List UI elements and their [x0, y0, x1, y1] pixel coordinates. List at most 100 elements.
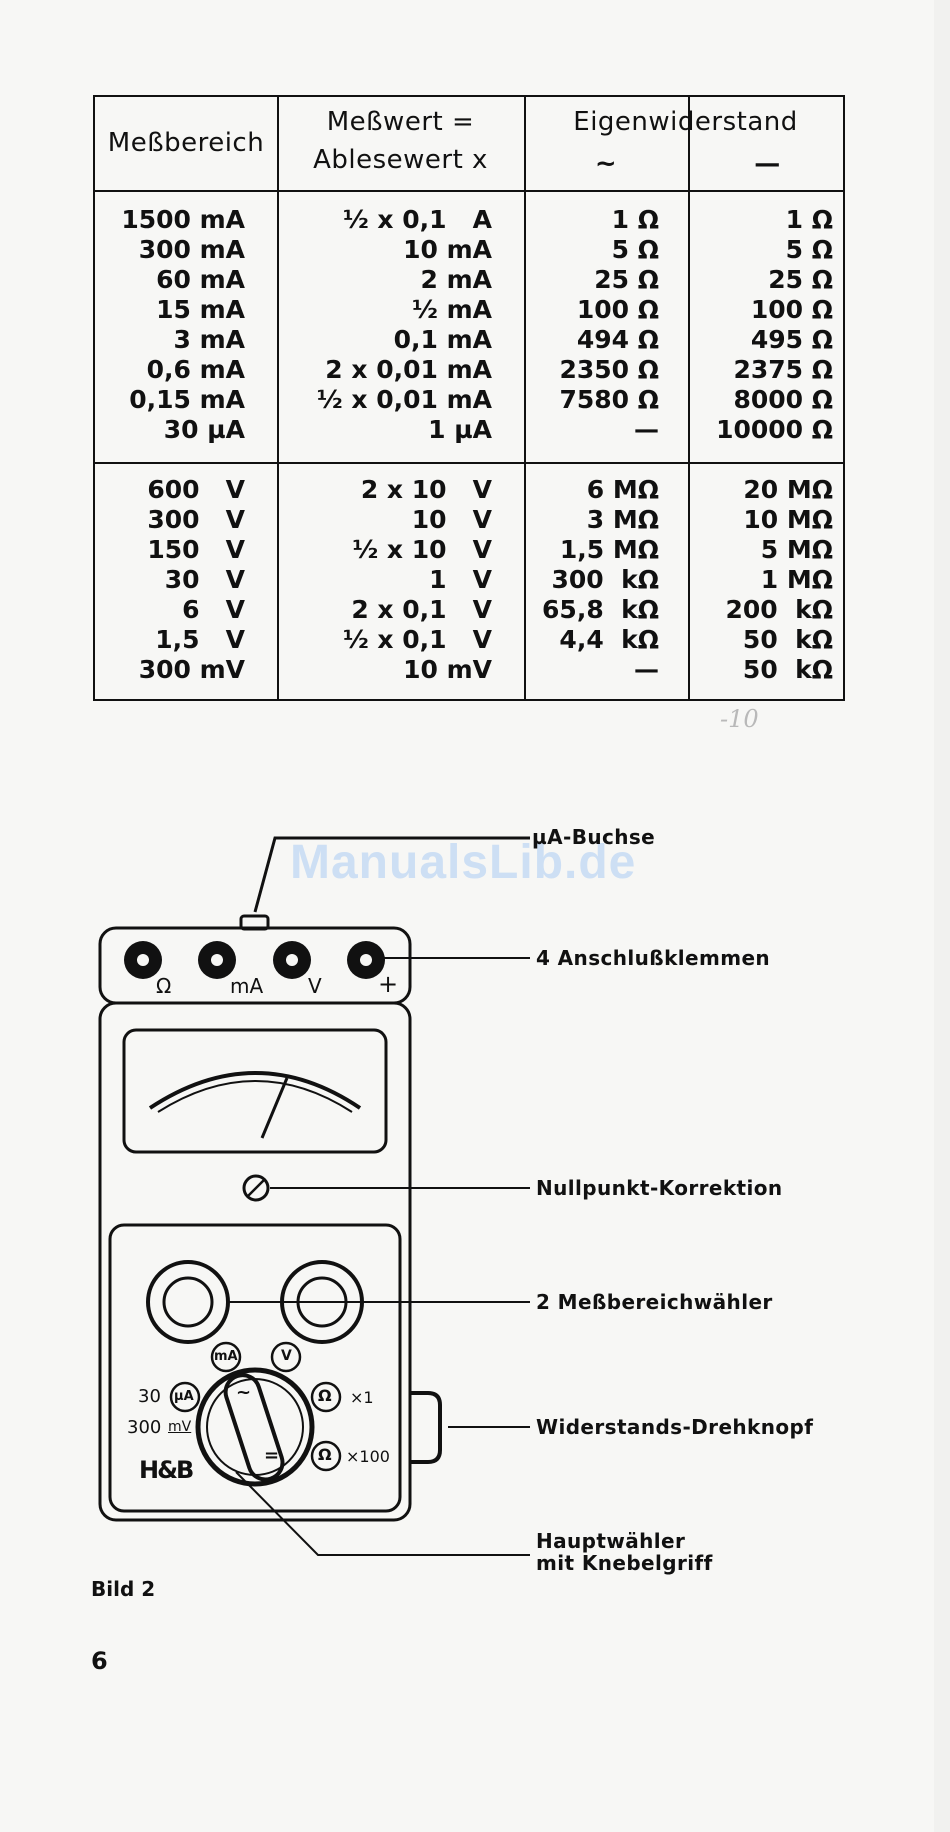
table-section-rule	[95, 462, 843, 464]
table-cell: 300 mA	[138, 235, 245, 264]
table-cell: 3 mA	[173, 325, 246, 354]
dial-label-ma: mA	[214, 1349, 238, 1364]
terminal-label-ma: mA	[230, 974, 264, 998]
table-cell: 1 Ω	[611, 205, 659, 234]
table-cell: 300 mV	[138, 655, 245, 684]
table-cell: 25 Ω	[768, 265, 833, 294]
table-divider	[277, 97, 279, 699]
table-cell: ½ mA	[412, 295, 492, 324]
dial-label-ua: µA	[174, 1389, 194, 1404]
ohm-x1-position	[310, 1381, 342, 1413]
terminal-label-v: V	[308, 974, 322, 998]
table-cell: 600 V	[147, 475, 245, 504]
meter-needle	[260, 1077, 289, 1139]
terminal-label-plus: +	[378, 970, 399, 998]
header-reading-line1: Meßwert =	[326, 107, 475, 137]
main-selector	[195, 1367, 315, 1487]
table-cell: 300 kΩ	[551, 565, 659, 594]
header-range: Meßbereich	[107, 128, 265, 158]
header-dc-symbol: —	[754, 149, 781, 179]
dial-label-ohm-x100-symbol: Ω	[318, 1445, 332, 1464]
table-cell: 30 V	[164, 565, 245, 594]
table-cell: 150 V	[147, 535, 245, 564]
zero-adjust-screw	[242, 1174, 270, 1202]
range-selector-left	[146, 1260, 230, 1344]
table-cell: 5 Ω	[611, 235, 659, 264]
v-position	[270, 1341, 302, 1373]
table-cell: 100 Ω	[576, 295, 659, 324]
table-cell: 300 V	[147, 505, 245, 534]
callout-ua-jack: µA-Buchse	[532, 825, 656, 849]
table-cell: 50 kΩ	[742, 625, 833, 654]
table-cell: —	[634, 655, 659, 684]
table-cell: 1,5 V	[155, 625, 245, 654]
terminal-label-ohm: Ω	[156, 974, 172, 998]
table-cell: 10 MΩ	[743, 505, 833, 534]
ua-position	[169, 1381, 201, 1413]
table-cell: 2 x 0,1 V	[351, 595, 492, 624]
table-cell: 8000 Ω	[733, 385, 833, 414]
table-cell: 50 kΩ	[742, 655, 833, 684]
table-cell: 20 MΩ	[743, 475, 833, 504]
meter-scale	[148, 1071, 362, 1110]
header-ac-symbol: ~	[594, 149, 618, 179]
page-edge	[934, 0, 950, 1832]
table-cell: 200 kΩ	[725, 595, 833, 624]
table-cell: 1 MΩ	[760, 565, 833, 594]
dial-label-ohm-x1: ×1	[350, 1388, 374, 1407]
table-cell: 7580 Ω	[559, 385, 659, 414]
figure-caption: Bild 2	[91, 1577, 156, 1601]
table-cell: 65,8 kΩ	[542, 595, 659, 624]
leader-line	[253, 836, 530, 913]
table-cell: 4,4 kΩ	[559, 625, 659, 654]
dial-label-ohm-x100: ×100	[346, 1447, 390, 1466]
terminals	[124, 941, 385, 979]
table-cell: 1,5 MΩ	[559, 535, 659, 564]
header-resistance: Eigenwiderstand	[573, 107, 798, 137]
dial-label-dc: =	[264, 1445, 280, 1466]
header-reading-line2: Ablesewert x	[313, 145, 488, 175]
dial-label-v: V	[281, 1348, 292, 1364]
callout-main-selector-line1: Hauptwähler	[536, 1529, 686, 1553]
meter-window	[122, 1028, 388, 1154]
dial-label-mv: mV	[168, 1419, 192, 1435]
selector-panel	[108, 1223, 402, 1513]
page-number: 6	[91, 1647, 108, 1675]
table-cell: 1 µA	[428, 415, 492, 444]
table-cell: 60 mA	[156, 265, 245, 294]
dial-label-ohm-x1-symbol: Ω	[318, 1386, 332, 1405]
callout-terminals: 4 Anschlußklemmen	[536, 946, 771, 970]
table-divider	[688, 192, 690, 699]
ohm-x100-position	[310, 1440, 342, 1472]
handwritten-note: -10	[720, 705, 759, 733]
main-selector-grip	[223, 1373, 285, 1482]
table-cell: 1 V	[429, 565, 492, 594]
table-cell: 5 MΩ	[760, 535, 833, 564]
ma-position	[210, 1341, 242, 1373]
hb-logo: H&B	[139, 1456, 194, 1484]
resistance-knob	[410, 1391, 442, 1464]
table-cell: 10 V	[411, 505, 492, 534]
table-cell: 5 Ω	[785, 235, 833, 264]
table-cell: 10000 Ω	[716, 415, 833, 444]
table-cell: 15 mA	[156, 295, 245, 324]
watermark: ManualsLib.de	[290, 836, 637, 889]
table-cell: 6 MΩ	[586, 475, 659, 504]
table-cell: 495 Ω	[750, 325, 833, 354]
table-cell: 3 MΩ	[586, 505, 659, 534]
table-header-rule	[95, 190, 843, 192]
dial-label-ac: ~	[236, 1382, 252, 1403]
measurement-ranges-table: Meßbereich Meßwert = Ablesewert x Eigenw…	[93, 95, 845, 701]
table-cell: 30 µA	[163, 415, 245, 444]
table-cell: ½ x 0,1 V	[342, 625, 492, 654]
callout-resistance-knob: Widerstands-Drehknopf	[536, 1415, 814, 1439]
table-cell: —	[634, 415, 659, 444]
table-cell: 6 V	[182, 595, 245, 624]
table-cell: ½ x 0,01 mA	[316, 385, 492, 414]
